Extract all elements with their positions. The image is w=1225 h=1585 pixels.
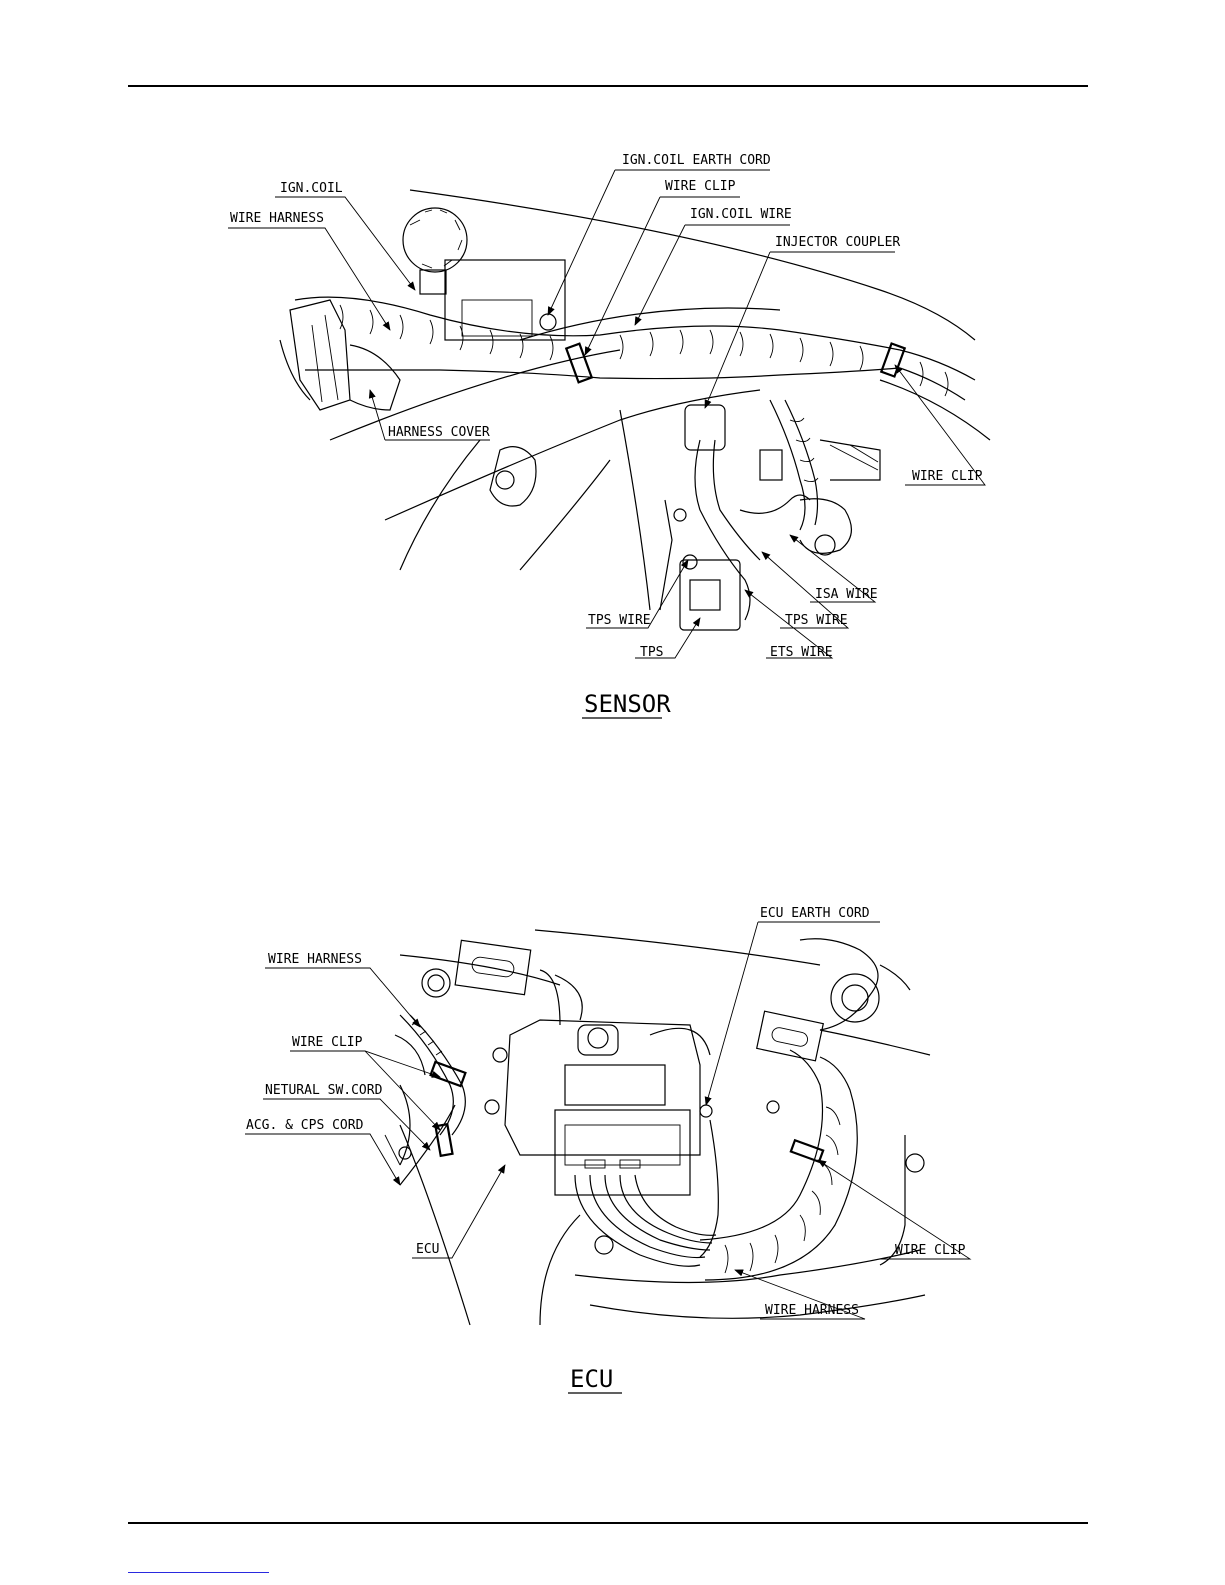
ecu-caption: ECU	[570, 1365, 613, 1393]
ecu-wire-harness-curve	[700, 1050, 857, 1280]
label-ign-coil-earth-cord: IGN.COIL EARTH CORD	[622, 153, 771, 168]
label-ign-coil: IGN.COIL	[280, 181, 343, 196]
label-wire-clip-top: WIRE CLIP	[665, 179, 736, 194]
left-cords	[385, 1015, 465, 1165]
label-ign-coil-wire: IGN.COIL WIRE	[690, 207, 792, 222]
label-acg-cps-cord: ACG. & CPS CORD	[246, 1118, 364, 1133]
ecu-unit	[505, 970, 710, 1195]
sensor-caption: SENSOR	[584, 690, 671, 718]
ecu-earth-terminal	[700, 1105, 712, 1117]
label-wire-clip-right: WIRE CLIP	[912, 469, 983, 484]
ecu-wire-bundle	[575, 1120, 718, 1266]
label-netural-sw-cord: NETURAL SW.CORD	[265, 1083, 383, 1098]
label-wire-harness: WIRE HARNESS	[230, 211, 324, 226]
harness-cover	[290, 300, 400, 410]
label-tps: TPS	[640, 645, 663, 660]
label-ecu: ECU	[416, 1242, 439, 1257]
footer-link-underline[interactable]	[128, 1572, 269, 1573]
sensor-body-outline	[280, 190, 990, 610]
ecu-body-outline	[395, 930, 930, 1325]
label-ets-wire: ETS WIRE	[770, 645, 833, 660]
earth-cord-terminal	[540, 314, 556, 330]
label-isa-wire: ISA WIRE	[815, 587, 878, 602]
mounting-brackets	[422, 940, 924, 1254]
label-harness-cover: HARNESS COVER	[388, 425, 490, 440]
label-wire-harness-left: WIRE HARNESS	[268, 952, 362, 967]
label-ecu-earth-cord: ECU EARTH CORD	[760, 906, 870, 921]
label-wire-clip-left: WIRE CLIP	[292, 1035, 363, 1050]
ecu-diagram: ECU EARTH CORD WIRE HARNESS WIRE CLIP NE…	[0, 895, 1225, 1405]
label-wire-harness-bottom: WIRE HARNESS	[765, 1303, 859, 1318]
label-tps-wire-left: TPS WIRE	[588, 613, 651, 628]
label-wire-clip-right: WIRE CLIP	[895, 1243, 966, 1258]
sensor-diagram: IGN.COIL EARTH CORD IGN.COIL WIRE CLIP W…	[0, 140, 1225, 730]
top-rule	[128, 85, 1088, 87]
label-tps-wire-right: TPS WIRE	[785, 613, 848, 628]
label-injector-coupler: INJECTOR COUPLER	[775, 235, 900, 250]
bottom-rule	[128, 1522, 1088, 1524]
main-wire-harness	[295, 297, 975, 400]
